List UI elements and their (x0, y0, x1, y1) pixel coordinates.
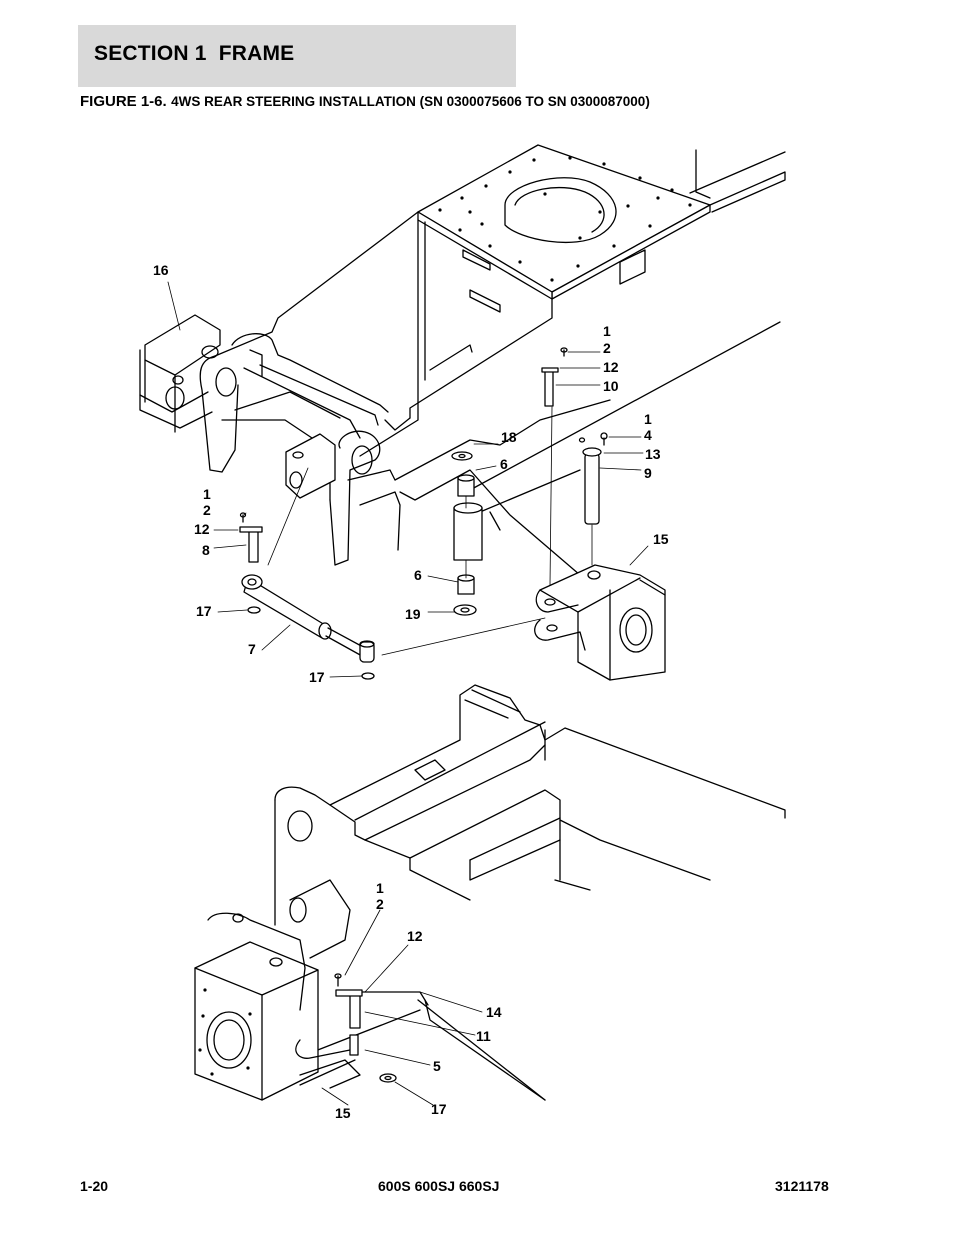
callout-16: 16 (153, 262, 169, 278)
callout-12-d: 12 (407, 928, 423, 944)
callout-4: 4 (644, 427, 652, 443)
callout-17-c: 17 (431, 1101, 447, 1117)
item-15-knuckle-lower (194, 879, 361, 1101)
callout-1-a: 1 (603, 323, 611, 339)
figure-title: 4WS REAR STEERING INSTALLATION (SN 03000… (171, 94, 650, 109)
lower-frame (274, 684, 786, 1101)
bushing-stack (451, 451, 483, 616)
callout-13: 13 (645, 446, 661, 462)
callout-2-d: 2 (376, 896, 384, 912)
callout-12-c: 12 (194, 521, 210, 537)
callout-6-a: 6 (500, 456, 508, 472)
upper-frame (199, 144, 786, 576)
figure-number: FIGURE 1-6. (80, 93, 167, 110)
callout-17-a: 17 (196, 603, 212, 619)
callout-17-b: 17 (309, 669, 325, 685)
section-banner: SECTION 1 FRAME (78, 25, 516, 87)
lower-leaders (321, 909, 483, 1106)
pin-9 (578, 432, 608, 525)
callout-2-c: 2 (203, 502, 211, 518)
document-number: 3121178 (775, 1178, 829, 1194)
callout-labels: 16 1 2 12 10 18 1 4 6 13 9 1 2 12 8 15 6… (153, 262, 669, 1121)
figure-caption: FIGURE 1-6. 4WS REAR STEERING INSTALLATI… (80, 93, 650, 111)
item-15-knuckle-upper (534, 564, 666, 681)
callout-12-a: 12 (603, 359, 619, 375)
callout-10: 10 (603, 378, 619, 394)
section-title: SECTION 1 FRAME (94, 42, 295, 65)
callout-14: 14 (486, 1004, 502, 1020)
upper-leaders (167, 281, 649, 678)
callout-1-d: 1 (376, 880, 384, 896)
page-number: 1-20 (80, 1178, 109, 1194)
callout-15-b: 15 (335, 1105, 351, 1121)
model-list: 600S 600SJ 660SJ (378, 1178, 500, 1194)
callout-5: 5 (433, 1058, 441, 1074)
callout-15-a: 15 (653, 531, 669, 547)
callout-8: 8 (202, 542, 210, 558)
callout-6-b: 6 (414, 567, 422, 583)
callout-9: 9 (644, 465, 652, 481)
callout-2-a: 2 (603, 340, 611, 356)
callout-18: 18 (501, 429, 517, 445)
callout-11: 11 (476, 1028, 491, 1044)
callout-1-b: 1 (644, 411, 652, 427)
callout-1-c: 1 (203, 486, 211, 502)
item-16-bracket (139, 314, 221, 433)
pin-10 (541, 347, 568, 407)
lower-pins (334, 973, 397, 1083)
callout-7: 7 (248, 641, 256, 657)
callout-19: 19 (405, 606, 421, 622)
item-7-cylinder (239, 512, 375, 680)
